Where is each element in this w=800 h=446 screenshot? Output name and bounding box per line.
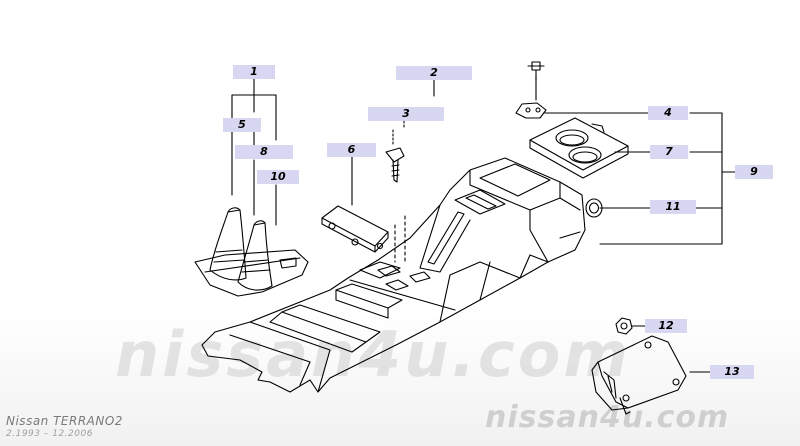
watermark-center: nissan4u.com [115,318,631,391]
vehicle-years: 2.1993 – 12.2006 [6,429,93,439]
callout-3[interactable]: 3 [368,107,444,121]
leader-3 [392,116,405,146]
callout-8[interactable]: 8 [235,145,293,159]
shift-boot-right [237,222,273,291]
leader-dashed-3 [394,215,406,263]
shift-boot-assembly [194,207,309,297]
screw-3 [385,147,405,183]
callout-5[interactable]: 5 [223,118,261,132]
console-lid [321,205,389,253]
leader-4 [535,75,651,114]
callout-11[interactable]: 11 [650,200,696,214]
callout-12[interactable]: 12 [645,319,687,333]
callout-10[interactable]: 10 [257,170,299,184]
clip-4 [515,61,547,119]
vehicle-model: Nissan TERRANO2 [6,414,123,428]
console-outline [201,157,586,393]
side-panel [591,335,687,415]
callout-7[interactable]: 7 [650,145,688,159]
vehicle-caption: Nissan TERRANO2 2.1993 – 12.2006 [6,414,123,439]
callout-9[interactable]: 9 [735,165,773,179]
cup-holder [529,117,629,179]
callout-1[interactable]: 1 [233,65,275,79]
leader-bracket-9 [599,112,736,245]
grommet [585,198,603,218]
shift-boot-base [194,249,309,297]
center-console [201,157,586,393]
callout-4[interactable]: 4 [648,106,688,120]
leader-lines [231,75,736,373]
callout-13[interactable]: 13 [710,365,754,379]
leader-bracket-1-5-8 [231,77,277,216]
watermark-corner: nissan4u.com [485,400,730,435]
callout-6[interactable]: 6 [327,143,376,157]
callout-2[interactable]: 2 [396,66,472,80]
nut-12 [615,317,633,335]
shift-boot-left [209,209,247,281]
